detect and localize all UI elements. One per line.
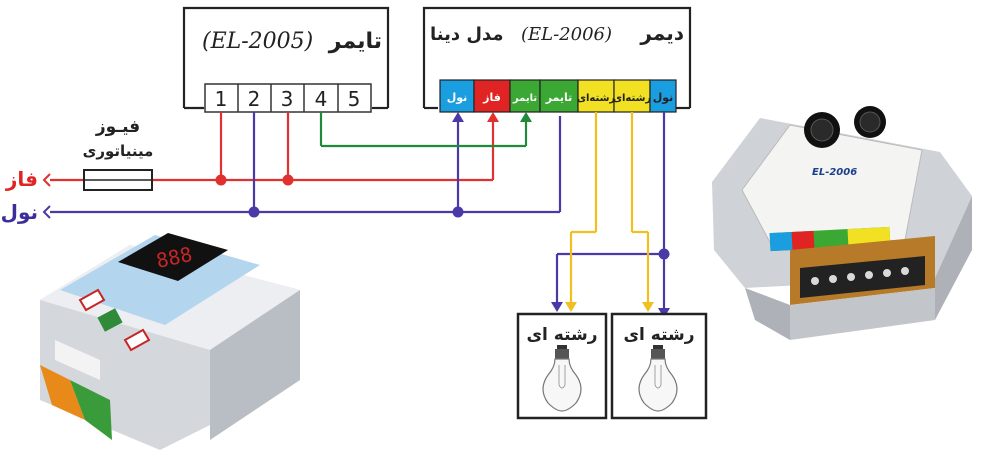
- dimmer-model: (EL-2006): [521, 24, 612, 45]
- fuse: فیـوز مینیاتوری: [83, 117, 154, 191]
- dimmer-box: دیمر (EL-2006) مدل دینا نول فاز تایمر تا…: [422, 6, 692, 113]
- timer-model: (EL-2005): [202, 29, 313, 54]
- timer-terminal-4: 4: [315, 87, 328, 111]
- dimmer-terminal-label: تایمر: [512, 93, 537, 104]
- timer-wire-arrow-icon: [520, 112, 532, 122]
- dimmer-terminal-label: نول: [653, 91, 674, 104]
- neutral-junction: [248, 206, 260, 218]
- neutral-wire: [50, 112, 666, 310]
- timer-terminals: 1 2 3 4 5: [204, 83, 372, 113]
- neutral-junction: [452, 206, 464, 218]
- dimmer-terminals: نول فاز تایمر تایمر رشته‌ای رشته‌ای نول: [439, 79, 677, 113]
- lamp-label: رشته ای: [526, 325, 597, 345]
- timer-terminal-1: 1: [215, 87, 228, 111]
- light-bulb-icon: [638, 345, 678, 412]
- lamp-box: رشته ای: [610, 312, 708, 420]
- timer-box: تایمر (EL-2005) 1 2 3 4 5: [182, 6, 390, 113]
- dimmer-terminal-label: رشته‌ای: [613, 93, 652, 104]
- phase-wire: [50, 112, 495, 182]
- timer-title: تایمر: [328, 29, 382, 54]
- dimmer-terminal-label: نول: [447, 91, 468, 104]
- lamp-label: رشته ای: [623, 325, 694, 345]
- fuse-label: فیـوز: [95, 117, 140, 137]
- lamp-wire: [569, 112, 650, 304]
- lamp-box: رشته ای: [516, 312, 608, 420]
- dimmer-title: دیمر: [639, 21, 684, 45]
- dimmer-terminal-label: رشته‌ای: [577, 93, 616, 104]
- phase-junction: [215, 174, 227, 186]
- phase-junction: [282, 174, 294, 186]
- neutral-label: نول: [1, 200, 38, 224]
- neutral-arrow-icon: [452, 112, 464, 122]
- phase-label: فاز: [5, 167, 38, 191]
- timer-terminal-5: 5: [348, 87, 361, 111]
- timer-terminal-2: 2: [248, 87, 261, 111]
- dimmer-device-photo: EL-2006: [712, 106, 972, 340]
- neutral-arrow-icon: [551, 302, 563, 312]
- timer-terminal-3: 3: [281, 87, 294, 111]
- timer-device-photo: 888: [40, 233, 300, 450]
- dimmer-terminal-label: تایمر: [545, 91, 573, 104]
- dimmer-photo-model: EL-2006: [812, 167, 857, 178]
- light-bulb-icon: [542, 345, 582, 412]
- fuse-sublabel: مینیاتوری: [83, 142, 154, 160]
- phase-arrow-icon: [487, 112, 499, 122]
- lamp-wire-arrow-icon: [642, 302, 654, 312]
- phase-terminal-mark: [42, 173, 51, 187]
- neutral-terminal-mark: [42, 205, 51, 219]
- dimmer-suffix: مدل دینا: [430, 24, 504, 45]
- lamp-wire-arrow-icon: [565, 302, 577, 312]
- neutral-junction: [658, 248, 670, 260]
- dimmer-terminal-label: فاز: [482, 91, 501, 104]
